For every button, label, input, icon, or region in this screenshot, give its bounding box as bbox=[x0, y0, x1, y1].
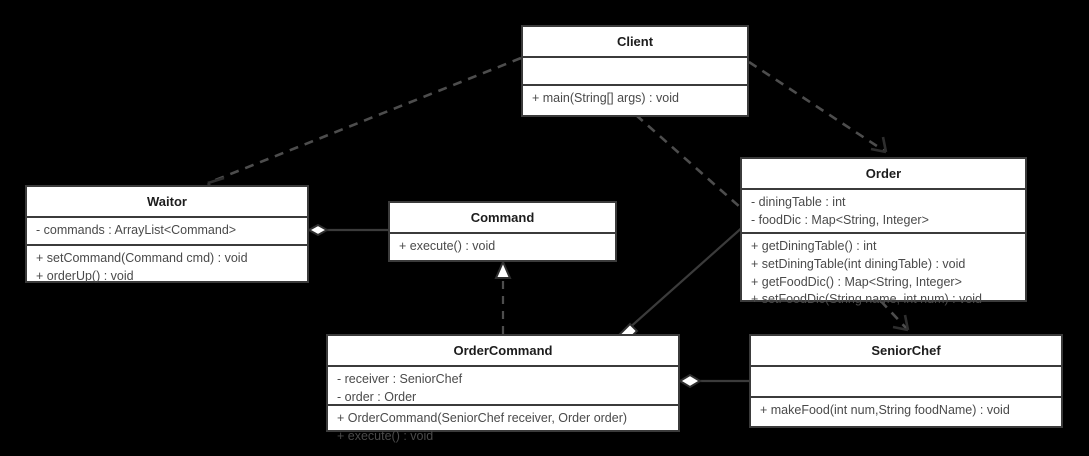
class-box-command[interactable]: Command + execute() : void bbox=[388, 201, 617, 262]
attributes-compartment-ordercommand: - receiver : SeniorChef - order : Order bbox=[328, 367, 678, 406]
operations-compartment-client: + main(String[] args) : void bbox=[523, 86, 747, 115]
class-box-client[interactable]: Client + main(String[] args) : void bbox=[521, 25, 749, 117]
class-name-seniorchef: SeniorChef bbox=[751, 336, 1061, 367]
attributes-compartment-client bbox=[523, 58, 747, 86]
operation-line: + makeFood(int num,String foodName) : vo… bbox=[760, 403, 1010, 417]
operations-compartment-seniorchef: + makeFood(int num,String foodName) : vo… bbox=[751, 398, 1061, 428]
operation-line: + OrderCommand(SeniorChef receiver, Orde… bbox=[337, 411, 628, 425]
operations-compartment-command: + execute() : void bbox=[390, 234, 615, 262]
attribute-line: - foodDic : Map<String, Integer> bbox=[751, 212, 929, 227]
class-name-client: Client bbox=[523, 27, 747, 58]
operation-line: + execute() : void bbox=[399, 239, 496, 253]
class-box-seniorchef[interactable]: SeniorChef + makeFood(int num,String foo… bbox=[749, 334, 1063, 428]
edge-ordercommand-order[interactable] bbox=[617, 224, 746, 344]
attribute-line: - receiver : SeniorChef bbox=[337, 372, 463, 386]
attributes-compartment-seniorchef bbox=[751, 367, 1061, 398]
attributes-compartment-order: - diningTable : int - foodDic : Map<Stri… bbox=[742, 190, 1025, 234]
class-name-order: Order bbox=[742, 159, 1025, 190]
operation-line: + main(String[] args) : void bbox=[532, 91, 679, 105]
class-name-command: Command bbox=[390, 203, 615, 234]
operation-line: + getFoodDic() : Map<String, Integer> bbox=[751, 274, 962, 289]
attribute-line: - diningTable : int bbox=[751, 195, 846, 209]
edge-client-order[interactable] bbox=[748, 60, 888, 154]
class-box-ordercommand[interactable]: OrderCommand - receiver : SeniorChef - o… bbox=[326, 334, 680, 443]
operation-line: + getDiningTable() : int bbox=[751, 239, 877, 253]
operation-line: + orderUp() : void bbox=[36, 268, 134, 283]
attributes-compartment-waitor: - commands : ArrayList<Command> bbox=[27, 218, 307, 246]
operations-compartment-waitor: + setCommand(Command cmd) : void + order… bbox=[27, 246, 307, 283]
operations-compartment-order: + getDiningTable() : int + setDiningTabl… bbox=[742, 234, 1025, 306]
edge-waitor-command[interactable] bbox=[306, 223, 388, 237]
attribute-line: - commands : ArrayList<Command> bbox=[36, 223, 237, 237]
attribute-line: - order : Order bbox=[337, 389, 417, 404]
operation-line: + setDiningTable(int diningTable) : void bbox=[751, 256, 966, 271]
operations-compartment-ordercommand: + OrderCommand(SeniorChef receiver, Orde… bbox=[328, 406, 678, 443]
edge-client-waitor[interactable] bbox=[206, 56, 522, 195]
edge-ordercommand-command[interactable] bbox=[494, 259, 512, 334]
operation-line: + setFoodDic(String name, int num) : voi… bbox=[751, 292, 982, 307]
class-box-order[interactable]: Order - diningTable : int - foodDic : Ma… bbox=[740, 157, 1027, 306]
operation-line: + execute() : void bbox=[337, 428, 434, 443]
operation-line: + setCommand(Command cmd) : void bbox=[36, 251, 248, 265]
class-name-waitor: Waitor bbox=[27, 187, 307, 218]
class-name-ordercommand: OrderCommand bbox=[328, 336, 678, 367]
edge-ordercommand-seniorchef[interactable] bbox=[678, 373, 749, 389]
class-box-waitor[interactable]: Waitor - commands : ArrayList<Command> +… bbox=[25, 185, 309, 283]
